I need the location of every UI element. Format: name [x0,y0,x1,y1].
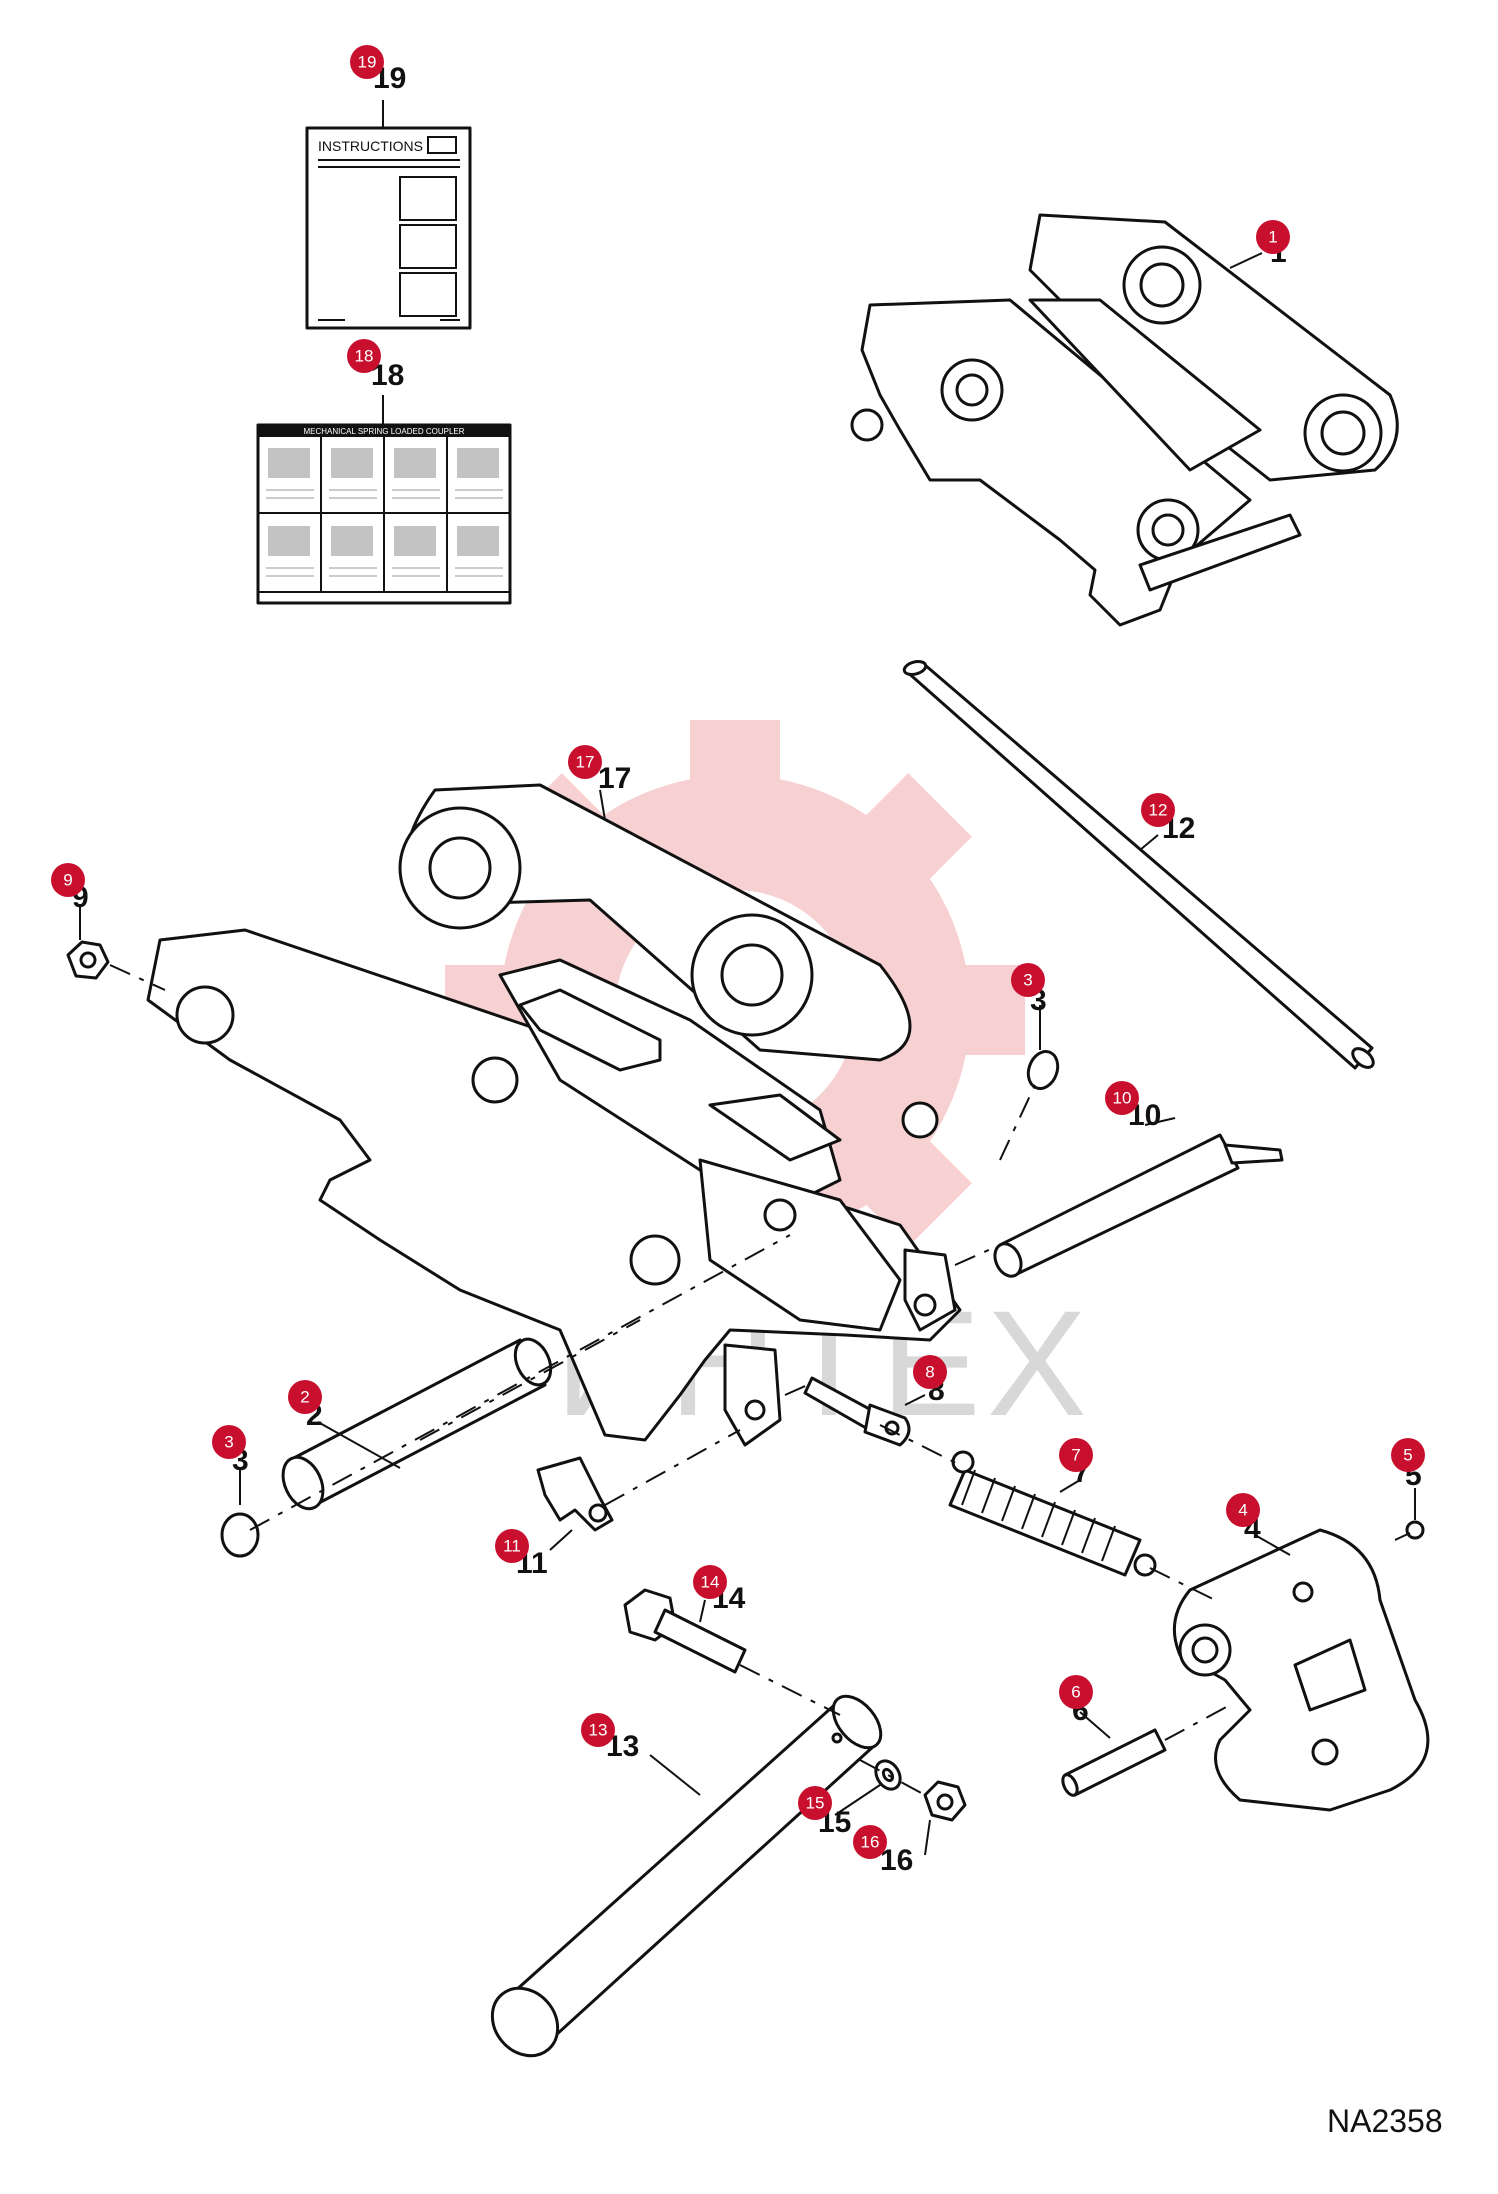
svg-text:5: 5 [1403,1446,1412,1465]
badge-19[interactable]: 19 [350,45,384,79]
lynch-pin [536,1456,614,1532]
flat-washer [874,1759,902,1791]
badge-18[interactable]: 18 [347,339,381,373]
long-shaft [902,660,1375,1070]
pivot-pin [490,1694,883,2058]
snap-ring-right [1026,1050,1060,1090]
badge-11[interactable]: 11 [495,1529,529,1563]
svg-text:18: 18 [355,347,374,366]
roll-pin [1061,1728,1167,1797]
svg-text:12: 12 [1149,801,1168,820]
badge-8[interactable]: 8 [913,1355,947,1389]
leader-lines [79,100,1416,1856]
svg-text:9: 9 [63,871,72,890]
svg-text:10: 10 [1113,1089,1132,1108]
instruction-sheet: INSTRUCTIONS [305,126,472,330]
warning-decal: MECHANICAL SPRING LOADED COUPLER [256,423,512,605]
badge-15[interactable]: 15 [798,1786,832,1820]
coupler-body [146,928,962,1447]
label-17: 17 [598,762,631,795]
badge-6[interactable]: 6 [1059,1675,1093,1709]
badge-12[interactable]: 12 [1141,793,1175,827]
badge-2[interactable]: 2 [288,1380,322,1414]
extension-spring [948,1450,1157,1577]
badge-3-left[interactable]: 3 [212,1425,246,1459]
badge-16[interactable]: 16 [853,1825,887,1859]
badge-17[interactable]: 17 [568,745,602,779]
svg-text:1: 1 [1268,228,1277,247]
badge-9[interactable]: 9 [51,863,85,897]
badge-3-right[interactable]: 3 [1011,963,1045,997]
svg-text:4: 4 [1238,1501,1247,1520]
svg-text:3: 3 [1023,971,1032,990]
badge-10[interactable]: 10 [1105,1081,1139,1115]
badge-4[interactable]: 4 [1226,1493,1260,1527]
main-pin [281,1337,553,1511]
coupler-assembly [850,213,1399,627]
svg-text:2: 2 [300,1388,309,1407]
snap-ring-left [220,1512,260,1558]
release-pin [993,1133,1284,1278]
badge-5[interactable]: 5 [1391,1438,1425,1472]
label-16: 16 [880,1844,913,1877]
badge-13[interactable]: 13 [581,1713,615,1747]
svg-text:15: 15 [806,1794,825,1813]
svg-text:14: 14 [701,1573,720,1592]
svg-text:16: 16 [861,1833,880,1852]
lock-nut [923,1780,967,1822]
hex-bolt [623,1588,747,1674]
upper-link-plate [398,783,912,1062]
svg-text:17: 17 [576,753,595,772]
retainer-clip [1405,1520,1425,1540]
badge-1[interactable]: 1 [1256,220,1290,254]
callout-badges: 19 18 1 17 12 9 3 10 2 3 8 11 7 4 5 6 14… [51,45,1425,1859]
hex-nut-top-left [66,940,110,980]
badge-14[interactable]: 14 [693,1565,727,1599]
svg-text:3: 3 [224,1433,233,1452]
svg-text:13: 13 [589,1721,608,1740]
svg-text:8: 8 [925,1363,934,1382]
svg-text:6: 6 [1071,1683,1080,1702]
svg-text:19: 19 [358,53,377,72]
drawing-code: NA2358 [1327,2103,1443,2139]
instruction-sheet-title: INSTRUCTIONS [318,138,423,154]
assembly-lines [109,964,1411,1796]
svg-text:11: 11 [503,1537,521,1556]
svg-text:7: 7 [1071,1446,1080,1465]
decal-title: MECHANICAL SPRING LOADED COUPLER [303,427,464,436]
latch-hook [1172,1528,1430,1812]
badge-7[interactable]: 7 [1059,1438,1093,1472]
